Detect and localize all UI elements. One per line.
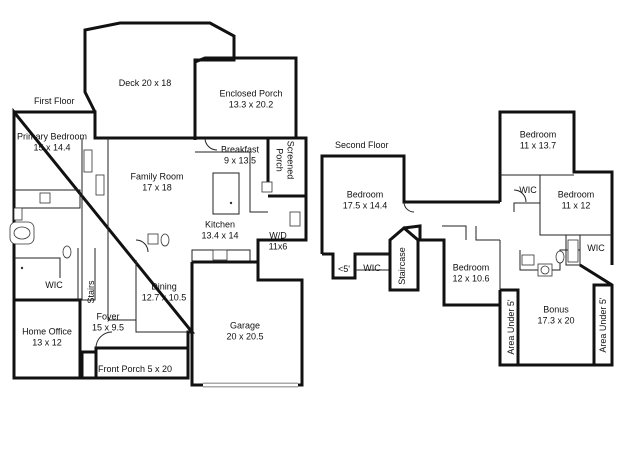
sink-icon [289, 211, 301, 227]
room-label-wic-b: WIC [587, 243, 605, 253]
shelf-icon [13, 207, 23, 221]
room-label-lt5: <5' [338, 264, 350, 274]
sink-icon [521, 254, 535, 266]
room-label-staircase: Staircase [397, 247, 407, 285]
first-floor-fixtures [9, 149, 301, 270]
room-label-wic-first: WIC [45, 280, 63, 290]
tub-basin-icon [13, 226, 31, 240]
room-label-deck: Deck 20 x 18 [119, 78, 172, 88]
toilet-icon [555, 250, 565, 264]
floor-headers: First Floor Second Floor [34, 96, 389, 150]
first-floor-walls [12, 21, 308, 388]
fireplace-icon [95, 174, 105, 196]
room-label-stairs: Stairs [86, 280, 96, 304]
room-label-area-left: Area Under 5' [506, 299, 516, 355]
room-label-wic-c: WIC [363, 263, 381, 273]
sink-icon [39, 192, 51, 204]
floor-title-first: First Floor [34, 96, 75, 106]
sink-icon [147, 233, 159, 245]
room-label-area-right: Area Under 5' [598, 297, 608, 353]
toilet-icon [160, 233, 170, 247]
second-floor-walls [320, 110, 614, 367]
shelf-icon [83, 149, 93, 173]
room-label-screened-porch: ScreenedPorch [275, 141, 296, 180]
toilet-icon [62, 245, 72, 259]
floor-title-second: Second Floor [335, 140, 389, 150]
room-label-front-porch: Front Porch 5 x 20 [98, 364, 172, 374]
second-floor-fixtures [403, 189, 579, 277]
room-label-wic-a: WIC [519, 185, 537, 195]
shower-icon [567, 239, 579, 263]
washer-icon [261, 181, 273, 193]
stove-icon [212, 249, 228, 261]
